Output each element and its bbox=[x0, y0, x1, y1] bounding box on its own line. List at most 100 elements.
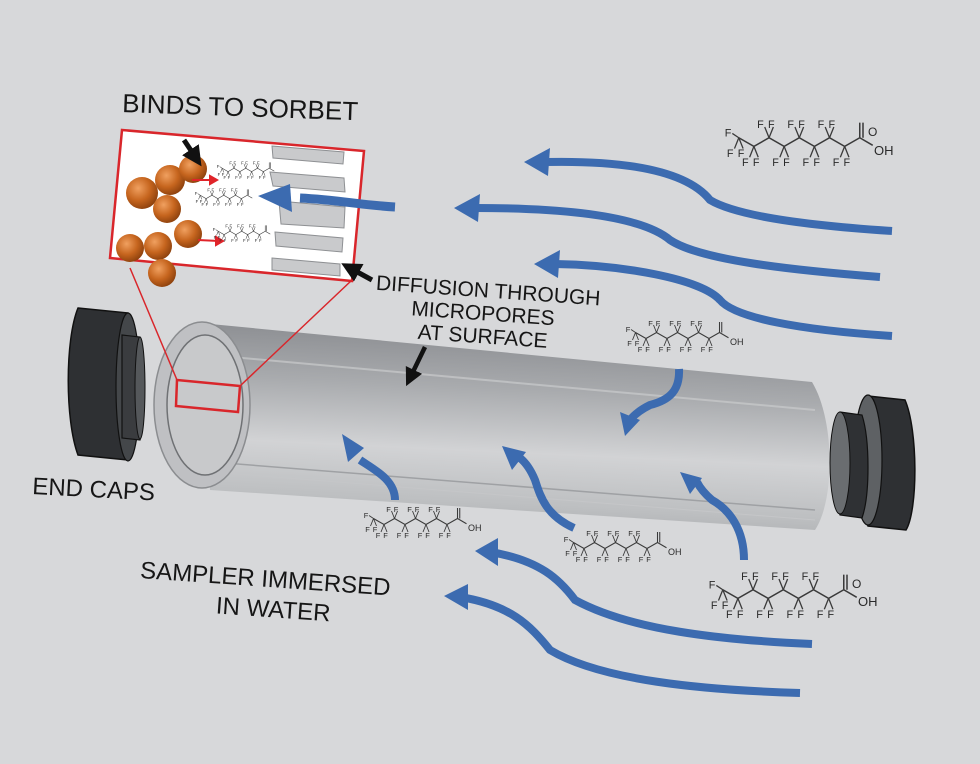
fluorine-atom: F bbox=[666, 345, 671, 354]
fluorine-atom: F bbox=[625, 555, 630, 564]
arrowhead bbox=[620, 412, 640, 436]
fluorine-atom: F bbox=[404, 531, 409, 540]
fluorine-atom: F bbox=[365, 525, 370, 534]
fluorine-atom: F bbox=[195, 191, 198, 196]
sorbent-bead bbox=[153, 195, 181, 223]
fluorine-atom: F bbox=[844, 157, 851, 169]
fluorine-atom: F bbox=[798, 119, 805, 131]
fluorine-atom: F bbox=[564, 535, 569, 544]
fluorine-atom: F bbox=[241, 202, 244, 207]
fluorine-atom: F bbox=[565, 549, 570, 558]
fluorine-atom: F bbox=[615, 529, 620, 538]
pointer-arrow bbox=[341, 263, 374, 283]
end-cap-left bbox=[67, 307, 146, 462]
arrowhead bbox=[680, 472, 702, 494]
sorbent-bead bbox=[155, 165, 185, 195]
fluorine-atom: F bbox=[782, 571, 789, 583]
oh-label: OH bbox=[858, 594, 878, 609]
fluorine-atom: F bbox=[756, 609, 763, 621]
fluorine-atom: F bbox=[212, 187, 215, 192]
fluorine-atom: F bbox=[234, 160, 237, 165]
fluorine-atom: F bbox=[812, 571, 819, 583]
fluorine-atom: F bbox=[604, 555, 609, 564]
fluorine-atom: F bbox=[383, 531, 388, 540]
fluorine-atom: F bbox=[229, 202, 232, 207]
fluorine-atom: F bbox=[428, 505, 433, 514]
fluorine-atom: F bbox=[206, 202, 209, 207]
fluorine-atom: F bbox=[235, 238, 238, 243]
fluorine-atom: F bbox=[583, 555, 588, 564]
label-binds-to-sorbent: BINDS TO SORBET bbox=[122, 88, 359, 126]
fluorine-atom: F bbox=[418, 531, 423, 540]
fluorine-atom: F bbox=[741, 571, 748, 583]
uptake-arrow bbox=[626, 368, 684, 423]
fluorine-atom: F bbox=[690, 319, 695, 328]
fluorine-atom: F bbox=[376, 531, 381, 540]
fluorine-atom: F bbox=[636, 529, 641, 538]
arrowhead bbox=[258, 184, 292, 212]
flow-arrow bbox=[544, 157, 893, 235]
fluorine-atom: F bbox=[586, 529, 591, 538]
fluorine-atom: F bbox=[669, 319, 674, 328]
fluorine-atom: F bbox=[239, 175, 242, 180]
fluorine-atom: F bbox=[217, 164, 220, 169]
fluorine-atom: F bbox=[407, 505, 412, 514]
fluorine-atom: F bbox=[230, 223, 233, 228]
fluorine-atom: F bbox=[228, 175, 231, 180]
fluorine-atom: F bbox=[797, 609, 804, 621]
fluorine-atom: F bbox=[425, 531, 430, 540]
fluorine-atom: F bbox=[235, 187, 238, 192]
fluorine-atom: F bbox=[709, 580, 716, 592]
fluorine-atom: F bbox=[573, 549, 578, 558]
fluorine-atom: F bbox=[772, 157, 779, 169]
fluorine-atom: F bbox=[196, 199, 199, 204]
fluorine-atom: F bbox=[229, 160, 232, 165]
fluorine-atom: F bbox=[638, 345, 643, 354]
fluorine-atom: F bbox=[214, 235, 217, 240]
fluorine-atom: F bbox=[767, 609, 774, 621]
fluorine-atom: F bbox=[645, 345, 650, 354]
o-label: O bbox=[852, 577, 861, 591]
fluorine-atom: F bbox=[237, 223, 240, 228]
fluorine-atom: F bbox=[223, 187, 226, 192]
fluorine-atom: F bbox=[753, 157, 760, 169]
fluorine-atom: F bbox=[235, 175, 238, 180]
fluorine-atom: F bbox=[708, 345, 713, 354]
fluorine-atom: F bbox=[225, 202, 228, 207]
arrowhead bbox=[524, 148, 550, 176]
arrowhead bbox=[342, 434, 364, 462]
fluorine-atom: F bbox=[415, 505, 420, 514]
oh-label: OH bbox=[468, 523, 482, 533]
fluorine-atom: F bbox=[201, 202, 204, 207]
fluorine-atom: F bbox=[386, 505, 391, 514]
fluorine-atom: F bbox=[219, 187, 222, 192]
fluorine-atom: F bbox=[607, 529, 612, 538]
o-label: O bbox=[868, 125, 877, 139]
fluorine-atom: F bbox=[626, 325, 631, 334]
fluorine-atom: F bbox=[225, 223, 228, 228]
fluorine-atom: F bbox=[576, 555, 581, 564]
fluorine-atom: F bbox=[738, 148, 745, 160]
fluorine-atom: F bbox=[742, 157, 749, 169]
fluorine-atom: F bbox=[594, 529, 599, 538]
fluorine-atom: F bbox=[219, 238, 222, 243]
fluorine-atom: F bbox=[224, 238, 227, 243]
fluorine-atom: F bbox=[783, 157, 790, 169]
flow-arrowheads-upper bbox=[454, 148, 560, 278]
uptake-arrow bbox=[693, 480, 748, 561]
fluorine-atom: F bbox=[231, 187, 234, 192]
oh-label: OH bbox=[874, 143, 894, 158]
fluorine-atom: F bbox=[257, 160, 260, 165]
fluorine-atom: F bbox=[263, 175, 266, 180]
fluorine-atom: F bbox=[803, 157, 810, 169]
fluorine-atom: F bbox=[222, 172, 225, 177]
fluorine-atom: F bbox=[436, 505, 441, 514]
fluorine-atom: F bbox=[397, 531, 402, 540]
label-sampler-line2: IN WATER bbox=[215, 592, 331, 627]
